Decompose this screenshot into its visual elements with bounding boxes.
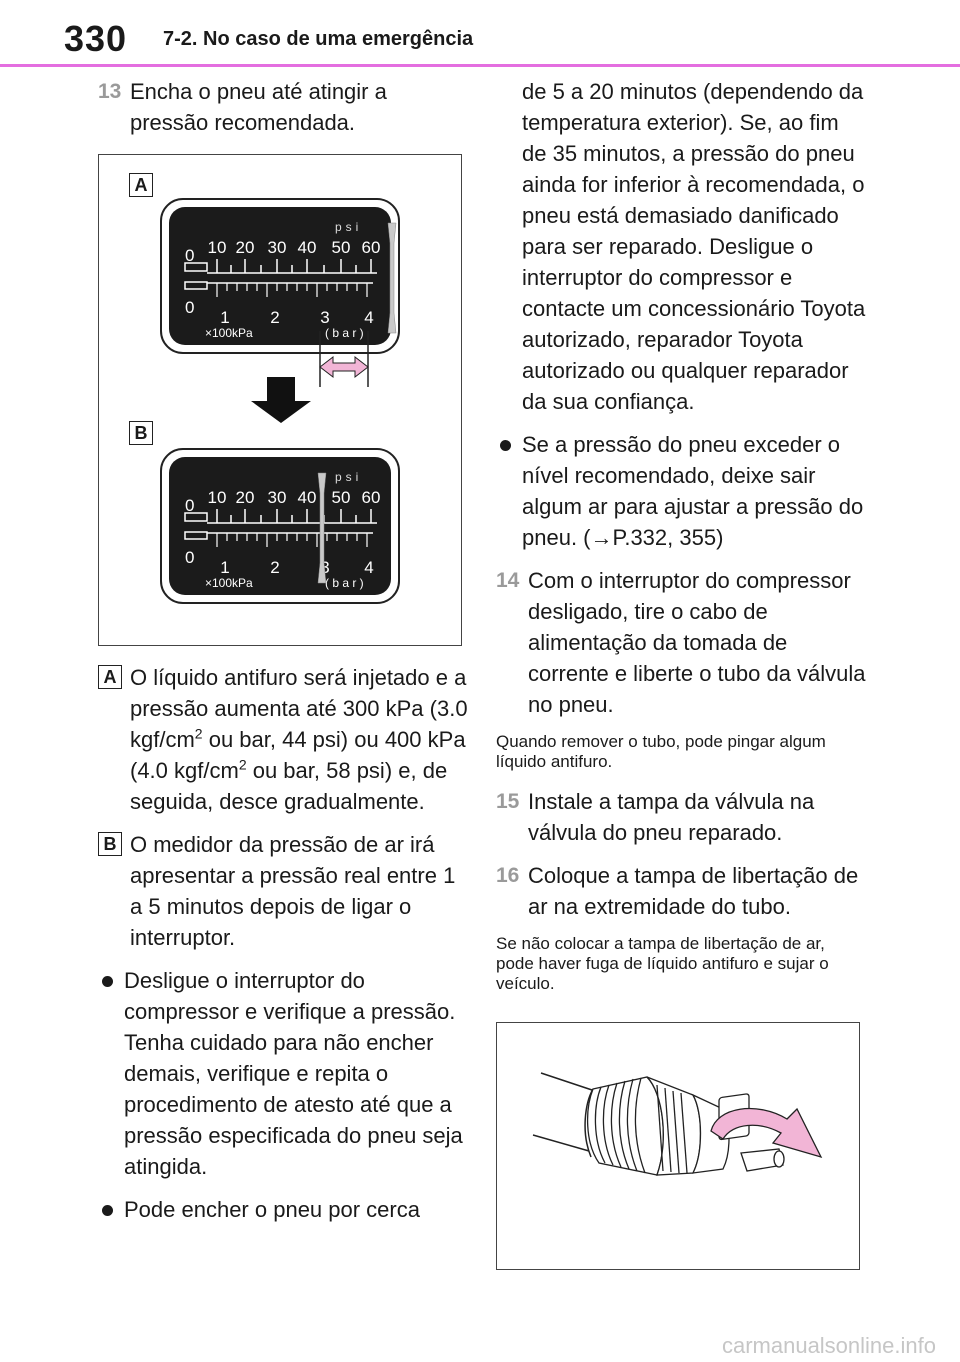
bar-tick: 4: [364, 558, 373, 577]
caption-b: B O medidor da pressão de ar irá apresen…: [98, 829, 468, 953]
step-15: 15 Instale a tampa da válvula na válvula…: [496, 786, 866, 848]
rotate-arrow-icon: [710, 1107, 823, 1159]
bar-tick: 2: [270, 558, 279, 577]
bar-tick: 1: [220, 308, 229, 327]
caption-tag-b: B: [98, 832, 122, 856]
psi-tick: 10: [208, 238, 227, 257]
step-number: 13: [98, 80, 122, 103]
bar-tick: 2: [270, 308, 279, 327]
bullet-item: Se a pressão do pneu exceder o nível rec…: [496, 429, 866, 553]
psi-tick: 10: [208, 488, 227, 507]
hose-cap: [586, 1076, 785, 1176]
header-divider: [0, 64, 960, 67]
figure-tag-b: B: [129, 421, 153, 445]
pressure-gauge-figure: psi 10 20 30 40 50 60 0: [98, 154, 462, 646]
step-text: Com o interruptor do compressor desligad…: [528, 568, 866, 717]
bar-tick: 3: [320, 558, 329, 577]
note-text: Se não colocar a tampa de libertação de …: [496, 934, 829, 993]
psi-tick: 20: [236, 488, 255, 507]
kpa-unit-label: ×100kPa: [205, 326, 253, 340]
caption-a-text: O líquido antifuro será injetado e a pre…: [130, 665, 468, 814]
step-text: Encha o pneu até atingir a pressão recom…: [130, 79, 387, 135]
psi-tick: 40: [298, 238, 317, 257]
bar-unit-label: ( b a r ): [325, 326, 364, 340]
bar-unit-label: ( b a r ): [325, 576, 364, 590]
gauge-needle: [387, 222, 397, 334]
step-13: 13 Encha o pneu até atingir a pressão re…: [98, 76, 468, 138]
bar-tick: 3: [320, 308, 329, 327]
step-number: 14: [496, 569, 520, 592]
step-14: 14 Com o interruptor do compressor desli…: [496, 565, 866, 720]
bullet-item: Pode encher o pneu por cerca: [98, 1194, 468, 1225]
psi-tick: 50: [332, 488, 351, 507]
psi-unit-label: psi: [335, 470, 362, 484]
air-release-cap-figure: [496, 1022, 860, 1270]
caption-b-text: O medidor da pressão de ar irá apresenta…: [130, 832, 456, 950]
gauge-b: psi 10 20 30 40 50 60 0: [160, 448, 400, 604]
left-column: 13 Encha o pneu até atingir a pressão re…: [98, 76, 468, 1237]
psi-tick: 40: [298, 488, 317, 507]
caption-tag-a: A: [98, 665, 122, 689]
psi-zero-label: 0: [185, 246, 194, 265]
bar-tick: 1: [220, 558, 229, 577]
psi-tick: 30: [268, 238, 287, 257]
page-header: 330 7-2. No caso de uma emergência: [0, 0, 960, 70]
step-number: 15: [496, 790, 520, 813]
psi-zero-label: 0: [185, 496, 194, 515]
psi-tick: 60: [362, 488, 381, 507]
figure-tag-a: A: [129, 173, 153, 197]
kpa-unit-label: ×100kPa: [205, 576, 253, 590]
psi-tick: 30: [268, 488, 287, 507]
bullet-continuation: de 5 a 20 minutos (dependendo da tempera…: [522, 79, 866, 414]
down-arrow-icon: [251, 377, 311, 423]
psi-unit-label: psi: [335, 220, 362, 234]
bar-zero-label: 0: [185, 548, 194, 567]
note-text: Quando remover o tubo, pode pingar algum…: [496, 732, 826, 771]
step-16: 16 Coloque a tampa de libertação de ar n…: [496, 860, 866, 922]
step-text: Coloque a tampa de libertação de ar na e…: [528, 863, 859, 919]
psi-tick: 20: [236, 238, 255, 257]
caption-a: A O líquido antifuro será injetado e a p…: [98, 662, 468, 817]
step-number: 16: [496, 864, 520, 887]
gauge-needle: [317, 472, 327, 584]
right-column: de 5 a 20 minutos (dependendo da tempera…: [496, 76, 866, 1270]
bar-tick: 4: [364, 308, 373, 327]
step-text: Instale a tampa da válvula na válvula do…: [528, 789, 815, 845]
bullet-item: Desligue o interruptor do compressor e v…: [98, 965, 468, 1182]
watermark-text: carmanualsonline.info: [721, 1333, 936, 1358]
gauge-a: psi 10 20 30 40 50 60 0: [160, 198, 400, 354]
psi-tick: 50: [332, 238, 351, 257]
bar-zero-label: 0: [185, 298, 194, 317]
psi-tick: 60: [362, 238, 381, 257]
page-number: 330: [64, 18, 128, 59]
range-indicator: [319, 331, 369, 387]
section-title: 7-2. No caso de uma emergência: [163, 28, 474, 50]
